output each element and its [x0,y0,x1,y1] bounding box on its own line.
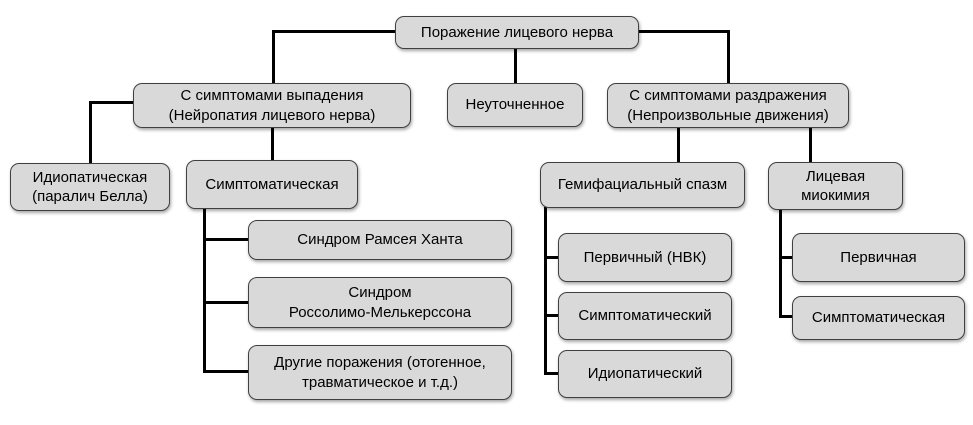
node-idiopathic-bell-palsy: Идиопатическая (паралич Белла) [10,163,170,211]
connector-line [514,49,517,83]
node-primary-nvk: Первичный (НВК) [558,233,732,282]
node-primary-myokymia: Первичная [792,233,965,282]
node-symptomatic-neuropathy: Симптоматическая [186,160,358,209]
connector-line [727,30,730,83]
connector-line [203,370,248,373]
connector-line [203,238,248,241]
connector-line [89,101,92,164]
connector-line [809,127,812,162]
connector-line [271,128,274,161]
node-facial-nerve-lesion: Поражение лицевого нерва [395,16,639,49]
connector-line [779,209,782,318]
node-hemifacial-spasm: Гемифациальный спазм [540,162,745,208]
node-facial-myokymia: Лицевая миокимия [768,162,903,210]
connector-line [544,256,558,259]
connector-line [203,301,248,304]
node-unspecified: Неуточненное [447,83,583,127]
connector-line [89,101,134,104]
node-rossolimo-melkersson-syndrome: Синдром Россолимо-Мелькерссона [248,277,512,328]
connector-line [544,314,558,317]
connector-line [677,127,680,162]
node-loss-symptoms: С симптомами выпадения (Нейропатия лицев… [133,83,411,128]
connector-line [272,30,275,83]
connector-line [273,30,395,33]
connector-line [639,30,729,33]
connector-line [544,207,547,375]
node-irritation-symptoms: С симптомами раздражения (Непроизвольные… [607,83,849,128]
connector-line [544,372,558,375]
node-ramsay-hunt-syndrome: Синдром Рамсея Ханта [248,220,512,260]
node-idiopathic-spasm: Идиопатический [558,350,732,398]
connector-line [779,256,792,259]
node-other-lesions: Другие поражения (отогенное, травматичес… [248,345,512,400]
connector-line [779,315,792,318]
node-symptomatic-spasm: Симптоматический [558,292,732,340]
node-symptomatic-myokymia: Симптоматическая [792,296,965,340]
connector-line [203,209,206,373]
